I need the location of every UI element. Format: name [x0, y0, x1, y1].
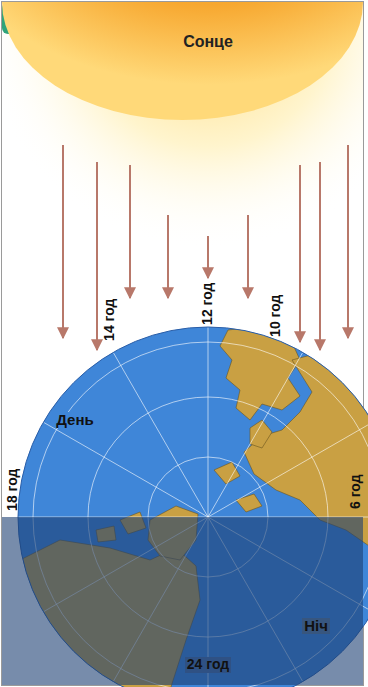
hour-label: 18 год [5, 469, 20, 511]
sun-label: Сонце [183, 33, 233, 51]
hour-label: 6 год [347, 473, 362, 512]
hour-label: 14 год [102, 299, 117, 341]
night-shade [2, 517, 363, 685]
night-label: Ніч [302, 618, 330, 635]
hour-label: 24 год [185, 657, 231, 672]
hour-label: 12 год [200, 283, 215, 325]
sun-disc [2, 2, 363, 120]
globe [0, 320, 368, 687]
hour-label: 10 год [268, 295, 283, 337]
day-label: День [54, 412, 96, 429]
sun-shape: Сонце [2, 2, 363, 120]
sun-rays [63, 145, 348, 350]
